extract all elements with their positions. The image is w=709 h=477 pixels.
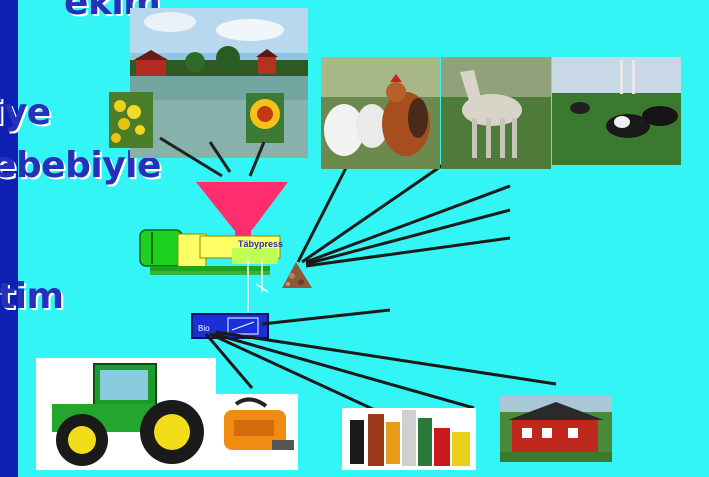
tank-label: Bio <box>198 324 210 333</box>
oil-bottles-photo <box>342 408 476 470</box>
press-label: Täbypress <box>238 239 283 249</box>
product-lines <box>204 308 557 418</box>
red-house-photo <box>500 396 612 462</box>
feed-lines <box>296 158 511 268</box>
poultry-photo <box>321 57 440 169</box>
tractor-photo <box>36 358 216 470</box>
chainsaw-photo <box>216 394 298 470</box>
seed-cake-pile <box>282 262 312 288</box>
oil-press: Täbypress <box>139 229 283 275</box>
input-lines <box>159 136 266 178</box>
oil-flow <box>247 258 269 300</box>
horse-photo <box>441 57 551 169</box>
cows-photo <box>552 57 681 165</box>
yellow-flowers-photo <box>109 92 153 148</box>
text-fragment-iye: iye <box>0 92 51 133</box>
funnel <box>196 182 288 244</box>
sunflower-photo <box>246 93 284 143</box>
text-fragment-tim: tim <box>0 276 64 317</box>
